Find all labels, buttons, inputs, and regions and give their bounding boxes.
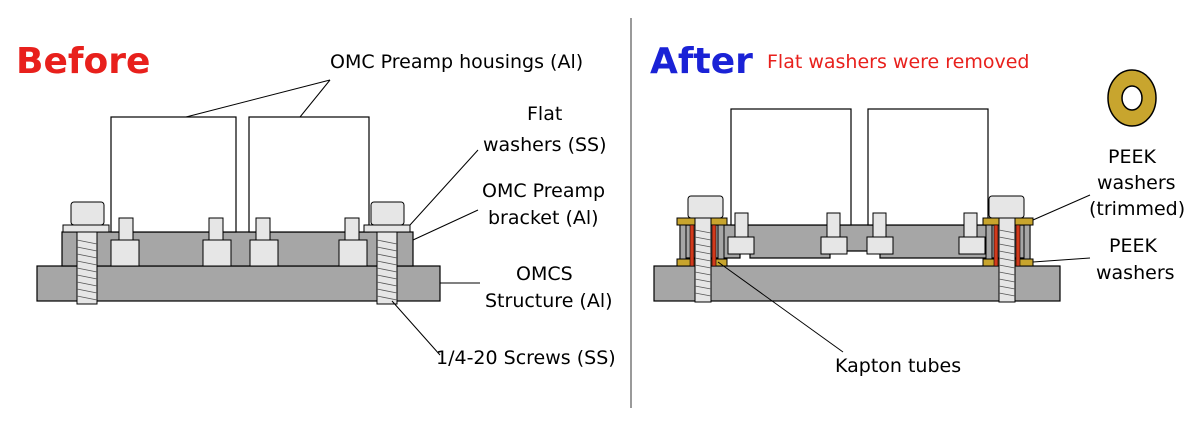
internal-screw — [727, 212, 755, 255]
main-screw-right-after — [982, 195, 1034, 303]
preamp-housing-right-after — [867, 108, 989, 226]
kapton-tube-right — [993, 224, 999, 267]
label-peek-washers-2: washers — [1096, 262, 1175, 284]
internal-screw — [338, 217, 368, 267]
before-panel: Before — [16, 41, 616, 369]
preamp-housing-right-before — [248, 116, 370, 233]
internal-screw — [249, 217, 279, 267]
label-preamp-bracket: OMC Preamp — [482, 180, 605, 202]
after-panel: After Flat washers were removed — [650, 41, 1185, 377]
after-note: Flat washers were removed — [767, 51, 1029, 73]
internal-screw — [820, 212, 848, 255]
omcs-structure-after — [653, 265, 1061, 302]
preamp-housing-left-before — [110, 116, 237, 233]
label-flat-washers: Flat — [527, 103, 562, 125]
internal-screw — [202, 217, 232, 267]
leader-lines-after — [717, 194, 1091, 353]
main-screw-right-before — [363, 201, 411, 305]
kapton-tube-left — [689, 224, 695, 267]
label-peek-trimmed-2: washers — [1097, 172, 1176, 194]
preamp-housing-left-after — [730, 108, 852, 226]
label-preamp-housings: OMC Preamp housings (Al) — [330, 51, 583, 73]
label-omcs-structure: OMCS — [516, 263, 573, 285]
leader-lines-before — [185, 79, 480, 356]
label-screws: 1/4-20 Screws (SS) — [436, 347, 616, 369]
label-peek-trimmed-3: (trimmed) — [1089, 198, 1185, 220]
label-omcs-structure-2: Structure (Al) — [485, 290, 613, 312]
main-screw-left-before — [62, 201, 110, 305]
internal-screw — [958, 212, 986, 255]
internal-screw — [110, 217, 140, 267]
internal-screw — [866, 212, 894, 255]
washer-icon — [1107, 69, 1157, 127]
label-peek-washers: PEEK — [1109, 235, 1157, 257]
label-peek-trimmed: PEEK — [1108, 146, 1156, 168]
main-screw-left-after — [676, 195, 728, 303]
after-title: After — [650, 41, 753, 82]
label-kapton-tubes: Kapton tubes — [835, 355, 961, 377]
label-flat-washers-2: washers (SS) — [483, 134, 607, 156]
label-preamp-bracket-2: bracket (Al) — [488, 207, 599, 229]
before-title: Before — [16, 41, 150, 82]
